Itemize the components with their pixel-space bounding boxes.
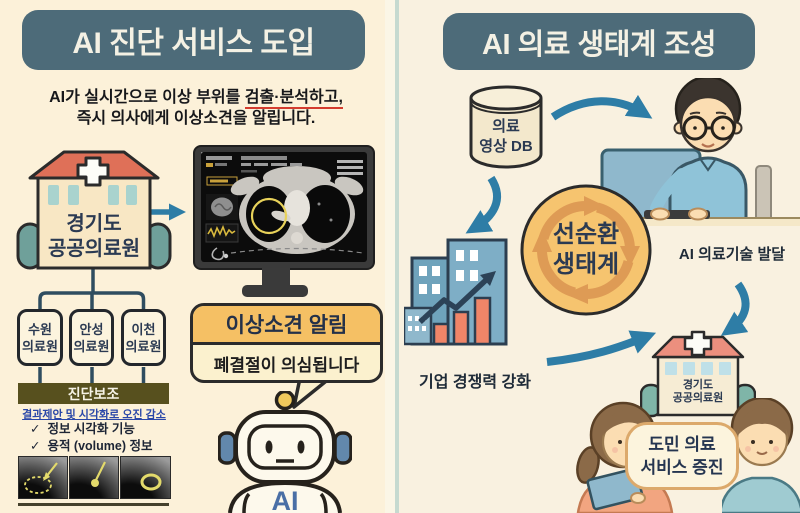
hospital-windows	[665, 362, 731, 375]
growth-bars	[432, 296, 492, 346]
medical-image-db-icon	[469, 85, 543, 169]
developer-face	[679, 95, 737, 153]
medical-cross-icon	[683, 330, 713, 357]
branch-box-suwon: 수원 의료원	[17, 309, 63, 366]
company-competitiveness-label: 기업 경쟁력 강화	[419, 374, 531, 391]
man-body	[722, 476, 800, 513]
feature-item: ✓ 정보 시각화 기능	[30, 422, 135, 436]
right-title-badge: AI 의료 생태계 조성	[443, 13, 755, 70]
monitor-screen	[201, 152, 367, 262]
panel-divider-band	[385, 0, 396, 513]
glasses-icon	[682, 115, 736, 141]
nodule-annotation-circle	[250, 197, 288, 235]
alert-bubble-message: 폐결절이 의심됩니다	[213, 356, 360, 375]
monitor-stand-neck	[262, 268, 290, 287]
ct-annotation-ring	[140, 473, 162, 491]
virtuous-cycle-label: 선순환 생태계	[552, 221, 620, 278]
alert-bubble-header: 이상소견 알림	[193, 306, 380, 345]
small-hospital-label: 경기도 공공의료원	[672, 379, 724, 404]
screen-toolbar	[206, 156, 302, 173]
diagnosis-bottom-rule	[18, 503, 169, 506]
ct-thumbnail-3	[120, 456, 171, 499]
citizen-service-badge: 도민 의료 서비스 증진	[625, 422, 739, 490]
subtitle-highlight: 검출·분석하고,	[244, 89, 343, 109]
subtitle-line2: 즉시 의사에게 이상소견을 알립니다.	[76, 110, 316, 127]
subtitle-line1: AI가 실시간으로 이상 부위를 검출·분석하고,	[0, 87, 392, 109]
screen-sidebar	[205, 176, 239, 261]
developer-torso	[668, 156, 748, 226]
diagnosis-header-bar: 진단보조	[18, 383, 169, 404]
panel-divider-line	[395, 0, 399, 513]
stethoscope-icon	[211, 247, 225, 261]
chair	[755, 165, 772, 225]
diagnosis-benefit-text: 결과제안 및 시각화로 오진 감소	[22, 409, 166, 421]
medical-cross-icon	[76, 156, 110, 187]
ai-robot-icon: AI	[218, 391, 352, 513]
db-label: 의료 영상 DB	[479, 118, 533, 155]
branch-box-anseong: 안성 의료원	[69, 309, 114, 366]
branch-connector-lines	[38, 268, 146, 384]
alert-bubble: 이상소견 알림 폐결절이 의심됩니다	[190, 303, 383, 383]
robot-body	[228, 480, 342, 513]
robot-ai-label: AI	[272, 486, 299, 513]
check-icon: ✓	[30, 439, 41, 453]
left-title-badge: AI 진단 서비스 도입	[22, 10, 365, 70]
robot-ear-right	[333, 431, 352, 465]
left-title: AI 진단 서비스 도입	[72, 27, 315, 60]
diagnosis-feature-list: ✓ 정보 시각화 기능 ✓ 용적 (volume) 정보	[30, 421, 180, 455]
main-hospital-label: 경기도 공공의료원	[48, 213, 140, 260]
right-title: AI 의료 생태계 조성	[482, 28, 716, 61]
robot-antenna	[274, 391, 296, 411]
company-growth-icon	[404, 238, 508, 346]
ct-scan-image	[201, 152, 364, 254]
ct-thumbnail-1	[18, 456, 68, 499]
growth-arrow	[418, 277, 488, 325]
branch-box-icheon: 이천 의료원	[121, 309, 166, 366]
ct-annotation-dotted-circle	[24, 462, 58, 494]
check-icon: ✓	[30, 422, 41, 436]
ct-thumbnail-2	[69, 456, 119, 499]
virtuous-cycle-icon	[520, 184, 652, 316]
developer-to-hospital-arrow	[720, 281, 750, 336]
company-to-hospital-arrow	[546, 330, 657, 366]
robot-ear-left	[218, 431, 237, 465]
feature-item: ✓ 용적 (volume) 정보	[30, 439, 153, 453]
db-to-developer-arrow	[550, 94, 653, 121]
small-hospital-icon	[640, 330, 756, 418]
citizen-man	[722, 398, 800, 513]
monitor-stand-base	[242, 285, 308, 297]
ct-annotation-pointer	[91, 461, 106, 487]
waveform-icon	[207, 224, 236, 239]
hospital-windows	[48, 185, 137, 205]
left-subtitle: AI가 실시간으로 이상 부위를 검출·분석하고, 즉시 의사에게 이상소견을 …	[0, 87, 392, 129]
right-lung	[300, 185, 350, 243]
robot-face	[247, 424, 323, 470]
cycle-arrows	[537, 201, 635, 299]
tech-development-label: AI 의료기술 발달	[678, 246, 786, 263]
db-to-company-arrow	[465, 175, 501, 234]
menu-icon	[337, 160, 363, 175]
main-hospital-icon	[16, 150, 172, 270]
